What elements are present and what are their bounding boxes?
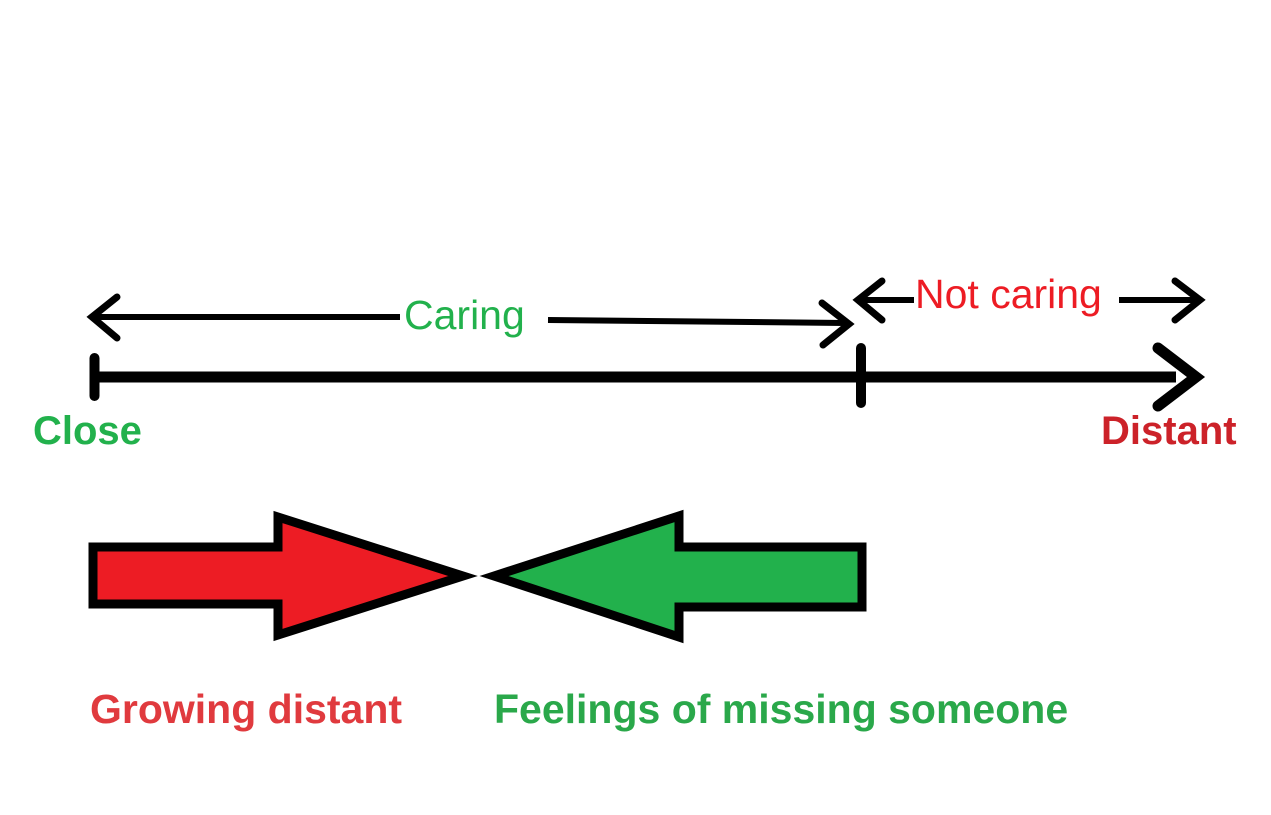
not-caring-arrowhead-right [1171,277,1206,324]
close-endpoint-label: Close [33,409,142,453]
distant-endpoint-label: Distant [1101,409,1237,453]
not-caring-range-arrow [852,277,1206,324]
not-caring-arrowhead-left [852,277,886,324]
caring-arrowhead-right [818,299,855,349]
caring-range-line-right [547,317,846,326]
caring-arrowhead-left [86,293,121,342]
caring-range-arrow [86,293,855,349]
feelings-of-missing-someone-caption: Feelings of missing someone [494,686,1069,732]
feelings-of-missing-someone-arrow [479,509,867,644]
axis-arrowhead-right [1152,342,1206,412]
closeness-axis [89,342,1206,412]
growing-distant-arrow [88,510,478,642]
not-caring-label: Not caring [915,271,1102,317]
growing-distant-caption: Growing distant [90,686,403,732]
caring-label: Caring [404,292,525,338]
